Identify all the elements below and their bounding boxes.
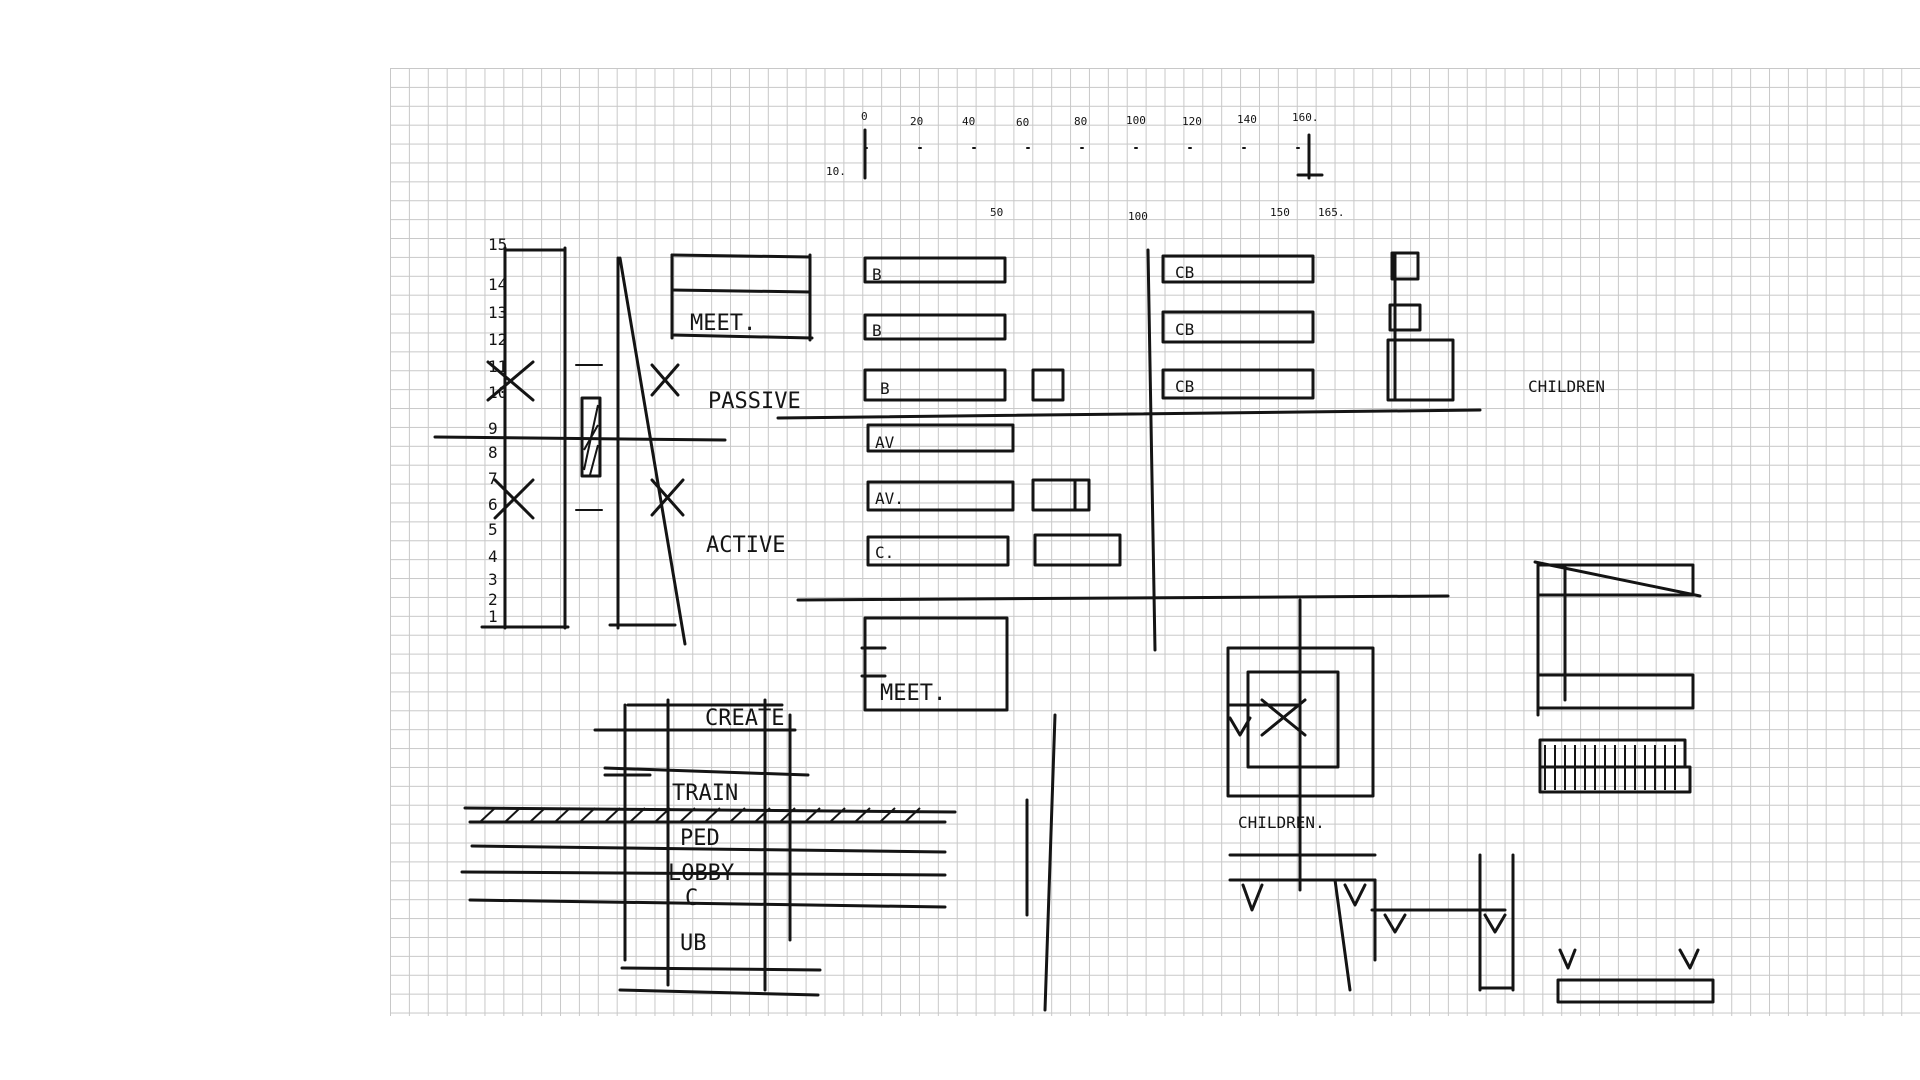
floor-tick: 6 — [488, 495, 498, 514]
scale-bottom-tick: 150 — [1270, 206, 1290, 219]
program-bar: AV. — [866, 480, 1015, 512]
program-bar: B — [863, 313, 1007, 341]
floor-tick: 5 — [488, 520, 498, 539]
floor-tick: 2 — [488, 590, 498, 609]
program-bar-label: AV — [875, 433, 895, 452]
label-children-lower: CHILDREN. — [1238, 813, 1325, 832]
program-bar-label: CB — [1175, 263, 1194, 282]
program-bar-label: AV. — [875, 489, 904, 508]
floor-tick: 9 — [488, 419, 498, 438]
scale-top-tick: 20 — [910, 115, 923, 128]
meet-box-label: MEET. — [880, 681, 946, 706]
floor-tick: 8 — [488, 443, 498, 462]
floor-tick: 14 — [488, 275, 507, 294]
label-create: CREATE — [705, 706, 784, 731]
small-box — [1031, 368, 1065, 402]
scale-bottom-tick: 165. — [1318, 206, 1345, 219]
scale-top-tick: 100 — [1126, 114, 1146, 127]
label-meet: MEET. — [690, 311, 756, 336]
grid-paper-sheet — [390, 68, 1920, 1016]
floor-tick: 3 — [488, 570, 498, 589]
label-c: C — [685, 886, 698, 911]
floor-tick: 15 — [488, 235, 507, 254]
floor-tick: 1 — [488, 607, 498, 626]
small-box — [1033, 533, 1122, 567]
label-children: CHILDREN — [1528, 377, 1605, 396]
scale-bottom-tick: 100 — [1128, 210, 1148, 223]
label-ub: UB — [680, 931, 707, 956]
floor-tick: 13 — [488, 303, 507, 322]
scale-left-tick: 10. — [826, 165, 846, 178]
label-passive: PASSIVE — [708, 389, 801, 414]
label-active: ACTIVE — [706, 533, 785, 558]
small-box — [1388, 303, 1422, 332]
scale-top-tick: 140 — [1237, 113, 1257, 126]
label-lobby: LOBBY — [668, 861, 734, 886]
program-bar: C. — [866, 535, 1010, 567]
section-view: 15 14 13 12 11 10 9 8 7 6 5 4 3 2 1 MEET… — [433, 235, 814, 646]
meet-box: MEET. — [860, 616, 1009, 712]
program-bar-label: B — [880, 379, 890, 398]
program-bar: CB — [1161, 368, 1315, 400]
scale-bottom-tick: 50 — [990, 206, 1003, 219]
scale-top-tick: 120 — [1182, 115, 1202, 128]
floor-tick: 12 — [488, 330, 507, 349]
label-ped: PED — [680, 826, 720, 851]
program-bar: CB — [1161, 310, 1315, 344]
floor-tick: 4 — [488, 547, 498, 566]
scale-ruler: 0 20 40 60 80 100 120 140 160. 10. 50 10… — [826, 110, 1345, 223]
scale-top-tick: 160. — [1292, 111, 1319, 124]
program-bar: CB — [1161, 254, 1315, 284]
lobby-plan: CREATE TRAIN PED LOBBY C UB — [460, 698, 957, 997]
small-box — [1390, 251, 1420, 281]
program-bar: B — [863, 256, 1007, 284]
floor-tick: 7 — [488, 469, 498, 488]
middle-program-bars: B B B AV AV. C. MEET. — [776, 248, 1482, 1012]
right-program-bars: CB CB CB CHILDREN — [1161, 251, 1715, 1004]
children-plan: CHILDREN. — [1226, 598, 1515, 992]
program-bar-label: C. — [875, 543, 894, 562]
label-train: TRAIN — [672, 781, 738, 806]
program-bar-label: B — [872, 321, 882, 340]
stair-core — [1533, 560, 1715, 1004]
scale-top-tick: 60 — [1016, 116, 1029, 129]
scale-top-tick: 80 — [1074, 115, 1087, 128]
floor-tick: 10 — [488, 383, 507, 402]
program-bar-label: CB — [1175, 377, 1194, 396]
program-bar: B — [863, 368, 1007, 402]
program-bar-label: B — [872, 265, 882, 284]
scale-top-tick: 0 — [861, 110, 868, 123]
program-bar-label: CB — [1175, 320, 1194, 339]
small-box — [1386, 338, 1455, 402]
small-box — [1031, 478, 1091, 512]
floor-tick: 11 — [488, 357, 507, 376]
program-bar: AV — [866, 423, 1015, 453]
scale-top-tick: 40 — [962, 115, 975, 128]
